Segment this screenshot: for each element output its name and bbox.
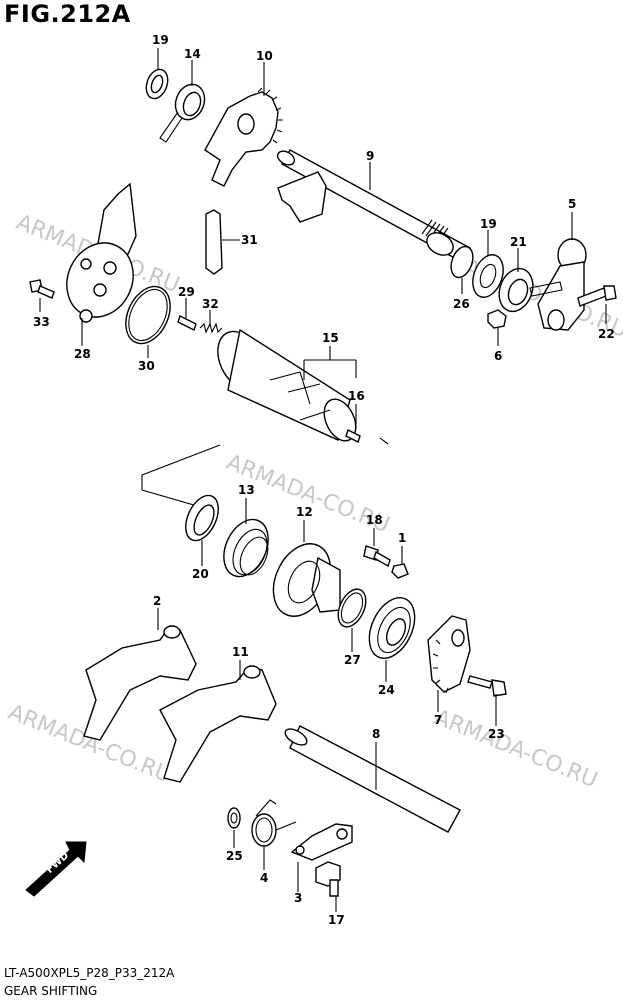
part-26-circlip [450, 245, 474, 279]
callout: 19 [480, 217, 497, 231]
callout: 9 [366, 149, 374, 163]
callout: 23 [488, 727, 505, 741]
callout: 18 [366, 513, 383, 527]
callout: 6 [494, 349, 502, 363]
callout: 8 [372, 727, 380, 741]
callout: 20 [192, 567, 209, 581]
callout: 24 [378, 683, 395, 697]
part-19-washer [145, 68, 169, 100]
part-15-shift-cam [217, 328, 357, 442]
callout-numbers: 19 14 10 9 5 19 21 31 26 33 29 32 22 6 2… [33, 33, 615, 927]
part-8-fork-shaft [284, 725, 461, 833]
callout: 30 [138, 359, 155, 373]
callout: 11 [232, 645, 249, 659]
part-2-shift-fork [83, 625, 197, 741]
part-10-shift-arm [204, 87, 283, 187]
callout: 16 [348, 389, 365, 403]
callout: 2 [153, 594, 161, 608]
part-32-spring [199, 322, 223, 334]
callout: 5 [568, 197, 576, 211]
part-28-cover [66, 182, 137, 323]
part-7-gear [427, 615, 471, 694]
part-25-washer [227, 807, 241, 829]
part-14-spring [159, 83, 206, 143]
callout: 32 [202, 297, 219, 311]
callout: 3 [294, 891, 302, 905]
figure-title: FIG.212A [4, 0, 131, 28]
part-29-pin [177, 315, 197, 331]
part-23-bolt [467, 675, 507, 697]
callout: 13 [238, 483, 255, 497]
callout: 15 [322, 331, 339, 345]
callout: 33 [33, 315, 50, 329]
callout: 10 [256, 49, 273, 63]
part-1-nut [391, 563, 409, 579]
part-22-bolt [577, 285, 617, 307]
part-30-oring [125, 285, 171, 345]
part-12-cam-gear [272, 543, 341, 617]
part-24-bearing [368, 597, 416, 659]
assembly-bracket [141, 437, 389, 513]
callout: 22 [598, 327, 615, 341]
part-5-stopper-arm [537, 238, 587, 331]
part-16-pin [345, 429, 361, 443]
part-33-bolt [29, 279, 55, 299]
caption-code: LT-A500XPL5_P28_P33_212A [4, 966, 175, 980]
part-17-bolt [315, 861, 341, 897]
callout: 27 [344, 653, 361, 667]
fwd-arrow-icon: FWD [25, 841, 87, 897]
callout: 1 [398, 531, 406, 545]
callout: 4 [260, 871, 268, 885]
callout: 29 [178, 285, 195, 299]
caption-title: GEAR SHIFTING [4, 984, 98, 998]
part-31-clip [205, 209, 223, 275]
leader-lines [39, 48, 607, 912]
part-19b-washer [472, 254, 504, 298]
callout: 14 [184, 47, 201, 61]
callout: 12 [296, 505, 313, 519]
callout: 21 [510, 235, 527, 249]
callout: 26 [453, 297, 470, 311]
callout: 31 [241, 233, 258, 247]
part-9-shift-shaft [276, 149, 471, 263]
callout: 17 [328, 913, 345, 927]
callout: 19 [152, 33, 169, 47]
part-18-bolt [363, 545, 391, 568]
callout: 25 [226, 849, 243, 863]
part-4-spring [251, 799, 297, 847]
stopper-pin [529, 281, 563, 297]
part-21-washer [498, 267, 534, 313]
part-3-plate [290, 823, 353, 861]
part-27-circlip [337, 588, 367, 628]
part-11-shift-fork [159, 665, 277, 783]
part-20-washer [185, 494, 219, 542]
callout: 7 [434, 713, 442, 727]
callout: 28 [74, 347, 91, 361]
part-6-nut [487, 309, 507, 329]
part-13-spring [223, 518, 269, 578]
